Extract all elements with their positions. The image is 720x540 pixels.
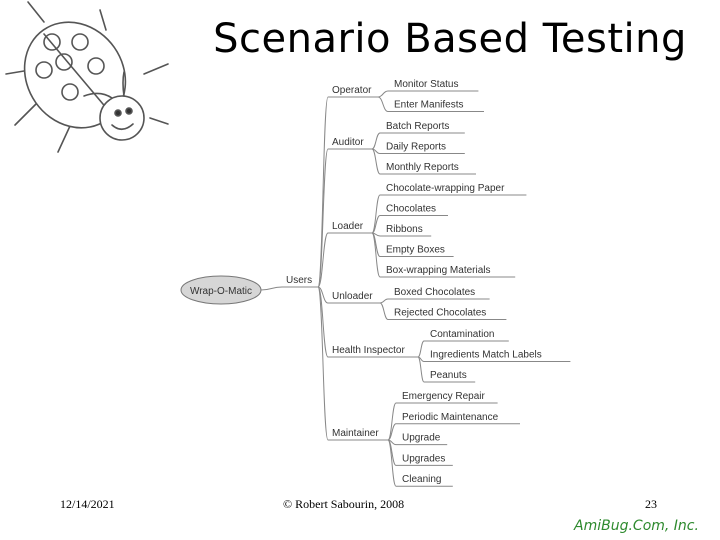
leaf-node-label: Ingredients Match Labels — [430, 350, 542, 361]
leaf-node-label: Box-wrapping Materials — [386, 265, 491, 276]
branch-to-leaf-connector — [387, 439, 397, 487]
branch-node-label: Operator — [332, 85, 372, 96]
branch-node-label: Unloader — [332, 291, 373, 302]
leaf-node-label: Contamination — [430, 329, 494, 340]
slide-title: Scenario Based Testing — [213, 16, 687, 62]
leaf-node-label: Upgrades — [402, 453, 445, 464]
root-node-label: Wrap-O-Matic — [190, 286, 252, 297]
brand-logo-text: AmiBug.Com, Inc. — [574, 518, 699, 534]
branch-to-leaf-connector — [377, 96, 389, 112]
branch-to-leaf-connector — [387, 423, 397, 441]
branch-to-leaf-connector — [417, 340, 425, 358]
leaf-node-label: Daily Reports — [386, 142, 446, 153]
leaf-node-label: Boxed Chocolates — [394, 287, 475, 298]
leaf-node-label: Rejected Chocolates — [394, 308, 486, 319]
leaf-node-label: Empty Boxes — [386, 245, 445, 256]
footer-page-number: 23 — [645, 497, 657, 511]
leaf-node-label: Chocolates — [386, 204, 436, 215]
leaf-node-label: Enter Manifests — [394, 100, 463, 111]
leaf-node-label: Ribbons — [386, 224, 423, 235]
branch-to-leaf-connector — [387, 402, 397, 441]
hub-to-branch-connector — [317, 286, 329, 441]
branch-node-label: Auditor — [332, 137, 364, 148]
leaf-node-label: Peanuts — [430, 370, 467, 381]
branch-to-leaf-connector — [371, 215, 381, 234]
hub-to-branch-connector — [317, 148, 329, 288]
hub-to-branch-connector — [317, 232, 329, 288]
leaf-node-label: Chocolate-wrapping Paper — [386, 183, 505, 194]
branch-to-leaf-connector — [371, 132, 381, 150]
hub-to-branch-connector — [317, 286, 329, 358]
footer-copyright: © Robert Sabourin, 2008 — [283, 497, 405, 511]
leaf-node-label: Periodic Maintenance — [402, 412, 499, 423]
branch-to-leaf-connector — [379, 302, 389, 320]
leaf-node-label: Cleaning — [402, 474, 441, 485]
hub-node-label: Users — [286, 275, 312, 286]
footer-date: 12/14/2021 — [60, 497, 115, 511]
leaf-node-label: Batch Reports — [386, 121, 449, 132]
branch-to-leaf-connector — [379, 298, 389, 304]
leaf-node-label: Upgrade — [402, 433, 441, 444]
branch-to-leaf-connector — [371, 232, 381, 278]
branch-node-label: Health Inspector — [332, 345, 405, 356]
branch-to-leaf-connector — [377, 90, 389, 98]
branch-node-label: Loader — [332, 221, 364, 232]
leaf-node-label: Monthly Reports — [386, 162, 459, 173]
branch-to-leaf-connector — [417, 356, 425, 383]
branch-to-leaf-connector — [371, 148, 381, 175]
leaf-node-label: Monitor Status — [394, 79, 458, 90]
ladybug-illustration — [5, 1, 169, 153]
branch-to-leaf-connector — [371, 194, 381, 234]
branch-node-label: Maintainer — [332, 428, 379, 439]
leaf-node-label: Emergency Repair — [402, 391, 485, 402]
root-to-hub-connector — [260, 286, 283, 291]
